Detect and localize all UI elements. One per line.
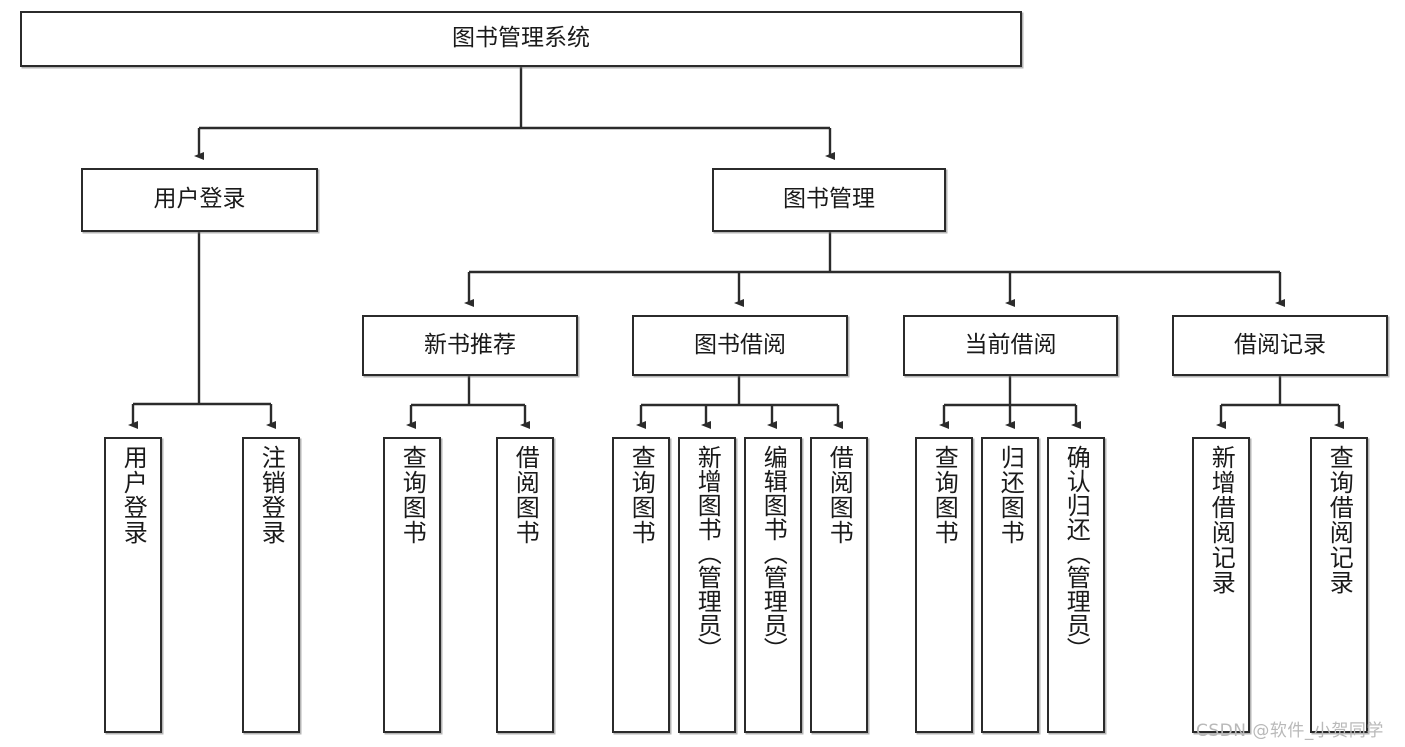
node-book-borrow[interactable]: 图书借阅 [632, 315, 848, 376]
node-label: 借阅记录 [1234, 331, 1326, 358]
leaf-new-book-borrow[interactable]: 借阅图书 [496, 437, 554, 733]
node-book-management[interactable]: 图书管理 [712, 168, 946, 232]
node-label: 新书推荐 [424, 331, 516, 358]
node-new-book-recommend[interactable]: 新书推荐 [362, 315, 578, 376]
leaf-borrow-record-query[interactable]: 查询借阅记录 [1310, 437, 1368, 733]
node-label: 用户登录 [153, 186, 246, 213]
leaf-current-borrow-confirm-return[interactable]: 确认归还（管理员） [1047, 437, 1105, 733]
node-label: 借阅图书 [825, 445, 854, 545]
leaf-book-borrow-edit[interactable]: 编辑图书（管理员） [744, 437, 802, 733]
node-label: 编辑图书（管理员） [759, 445, 788, 661]
node-user-login[interactable]: 用户登录 [81, 168, 318, 232]
node-label: 查询借阅记录 [1325, 445, 1354, 595]
node-label: 图书管理 [783, 186, 875, 213]
node-label: 查询图书 [398, 445, 427, 545]
leaf-user-login-login[interactable]: 用户登录 [104, 437, 162, 733]
node-borrow-records[interactable]: 借阅记录 [1172, 315, 1388, 376]
node-label: 确认归还（管理员） [1062, 445, 1091, 661]
node-label: 新增图书（管理员） [693, 445, 722, 661]
leaf-current-borrow-query[interactable]: 查询图书 [915, 437, 973, 733]
node-label: 图书管理系统 [452, 25, 590, 52]
node-label: 用户登录 [119, 445, 148, 545]
leaf-borrow-record-add[interactable]: 新增借阅记录 [1192, 437, 1250, 733]
node-label: 查询图书 [627, 445, 656, 545]
node-label: 借阅图书 [511, 445, 540, 545]
leaf-book-borrow-add[interactable]: 新增图书（管理员） [678, 437, 736, 733]
node-label: 图书借阅 [694, 331, 786, 358]
node-label: 查询图书 [930, 445, 959, 545]
watermark-text: CSDN @软件_小贺同学 [1196, 721, 1384, 741]
node-label: 注销登录 [257, 445, 286, 545]
leaf-book-borrow-borrow[interactable]: 借阅图书 [810, 437, 868, 733]
leaf-book-borrow-query[interactable]: 查询图书 [612, 437, 670, 733]
node-label: 归还图书 [996, 445, 1025, 545]
leaf-current-borrow-return[interactable]: 归还图书 [981, 437, 1039, 733]
node-current-borrow[interactable]: 当前借阅 [903, 315, 1118, 376]
node-root-system[interactable]: 图书管理系统 [20, 11, 1022, 67]
leaf-user-login-logout[interactable]: 注销登录 [242, 437, 300, 733]
leaf-new-book-query[interactable]: 查询图书 [383, 437, 441, 733]
node-label: 新增借阅记录 [1207, 445, 1236, 595]
node-label: 当前借阅 [964, 331, 1057, 358]
